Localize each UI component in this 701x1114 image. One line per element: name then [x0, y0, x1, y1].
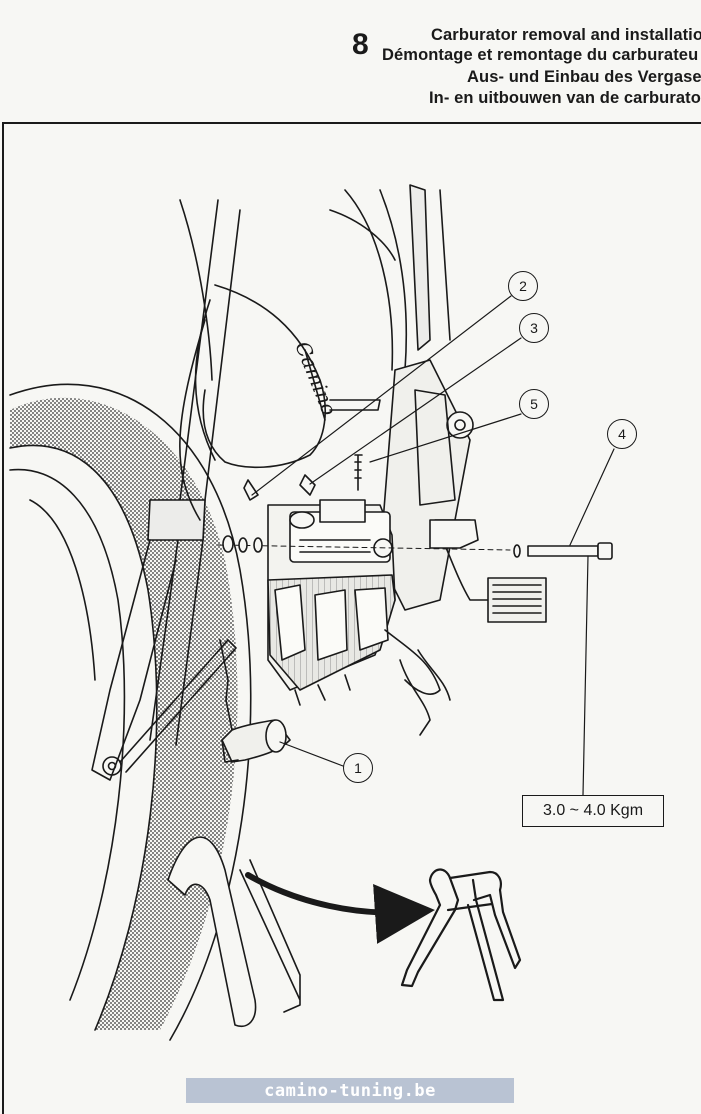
callout-4: 4 [607, 419, 637, 449]
torque-spec-label: 3.0 ~ 4.0 Kgm [522, 795, 664, 827]
watermark-banner: camino-tuning.be [186, 1078, 514, 1103]
frame-tubes [304, 184, 451, 421]
front-fork [91, 199, 241, 781]
intake-boot [219, 639, 291, 763]
fender-logo: Camino [290, 338, 341, 419]
title-english: Carburator removal and installatio [431, 26, 701, 44]
title-dutch: In- en uitbouwen van de carburato [429, 89, 701, 107]
callout-1: 1 [343, 753, 373, 783]
carburetor [289, 499, 393, 563]
callout-3: 3 [519, 313, 549, 343]
pedal-crank [429, 519, 547, 623]
front-wheel [9, 383, 252, 1041]
fold-arrow [245, 872, 435, 944]
page-header: 8 Carburator removal and installatio Dém… [0, 0, 701, 118]
stand-icon [400, 868, 522, 1002]
title-french: Démontage et remontage du carburateu [382, 46, 699, 64]
front-fender: Camino [179, 199, 342, 521]
exhaust-pipe [399, 649, 451, 736]
figure-frame [2, 122, 701, 1114]
callout-5: 5 [519, 389, 549, 419]
chapter-number: 8 [352, 28, 369, 61]
callout-2: 2 [508, 271, 538, 301]
screw-part [354, 454, 363, 491]
leader-lines [251, 295, 615, 796]
title-german: Aus- und Einbau des Vergase [467, 68, 701, 86]
spring-clips [243, 474, 316, 501]
center-stand [167, 836, 301, 1027]
mounting-bolt [217, 535, 613, 560]
